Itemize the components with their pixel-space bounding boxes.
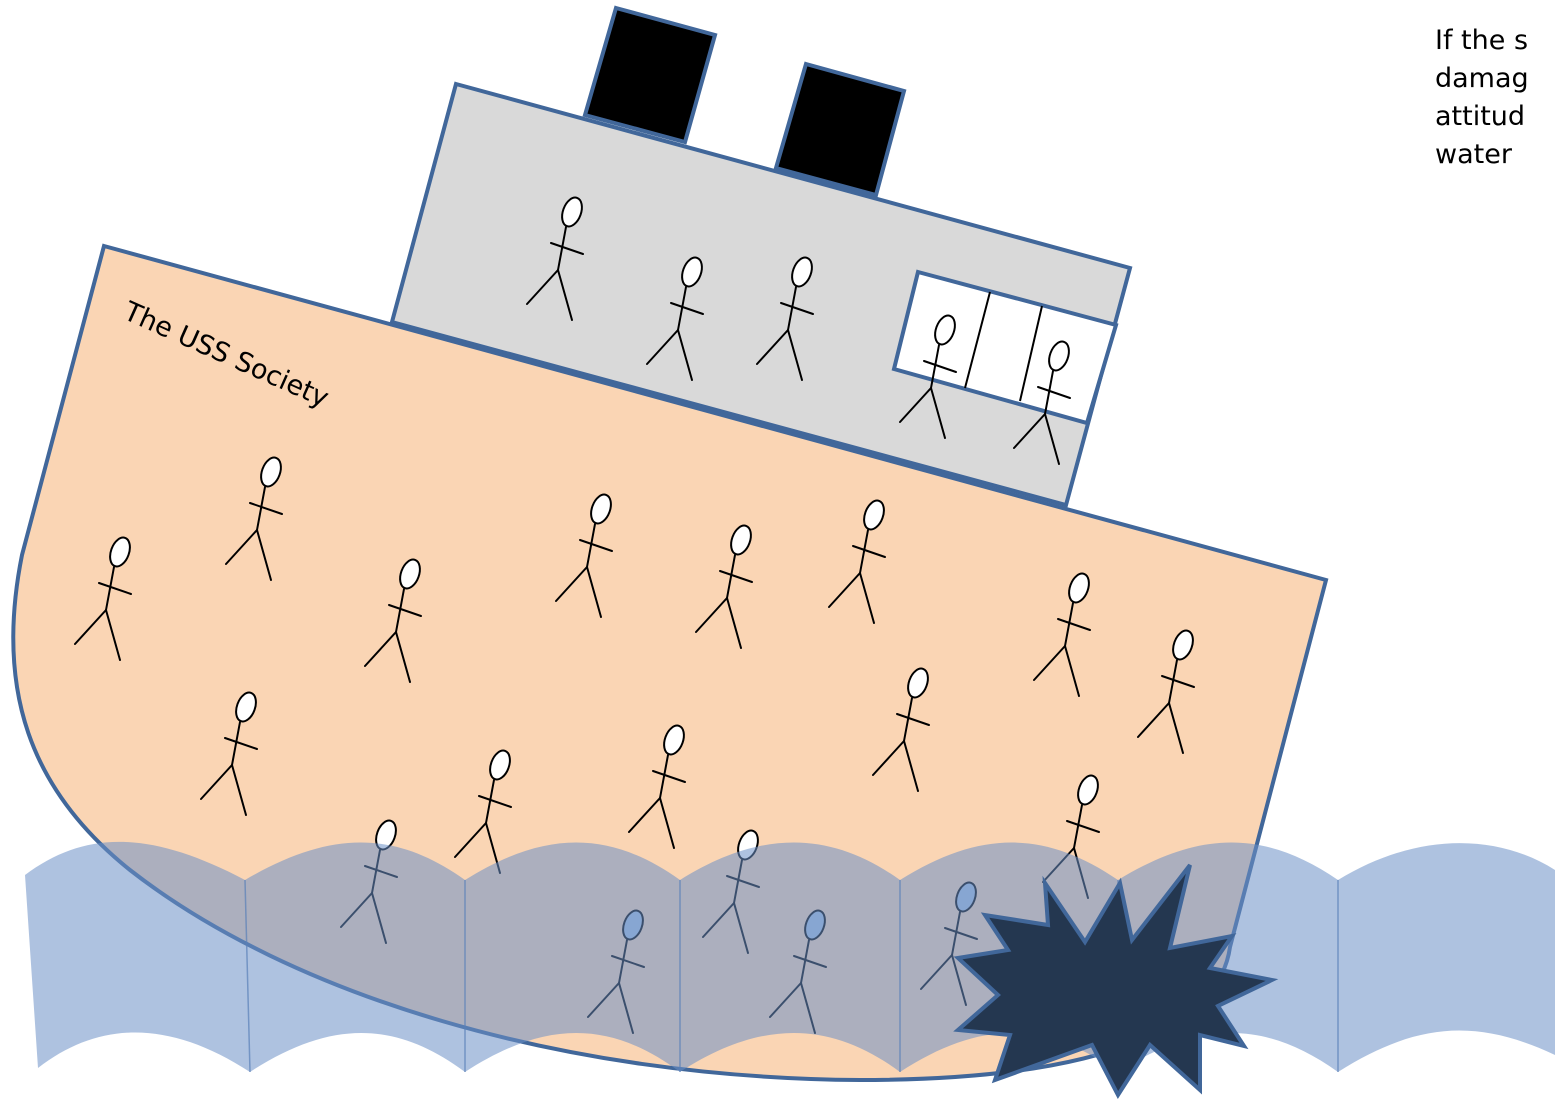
deck-line [391,320,1067,507]
caption-line: damag [1435,63,1529,94]
bridge-window [891,269,1119,426]
funnel-right [773,61,907,198]
caption-line: water [1435,139,1512,170]
funnels [582,5,907,198]
caption-text: If the s damag attitud water [1435,22,1555,174]
caption-line: If the s [1435,25,1529,56]
funnel-left [582,5,718,145]
damage-burst [953,863,1279,1099]
caption-line: attitud [1435,101,1526,132]
